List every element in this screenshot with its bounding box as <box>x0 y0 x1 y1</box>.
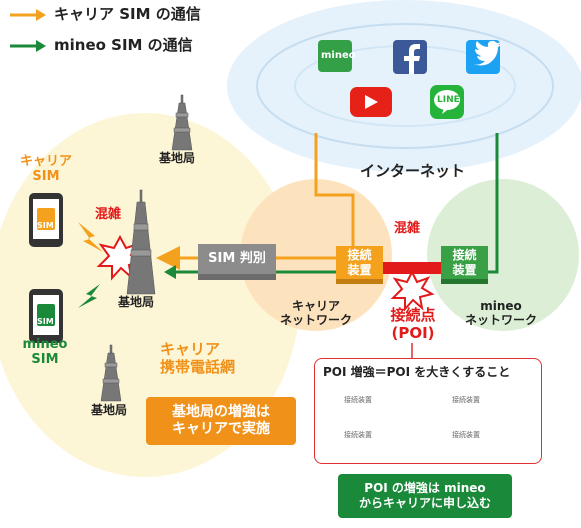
base-station-top-label: 基地局 <box>159 151 196 165</box>
internet-cloud <box>227 0 581 172</box>
carrier-phone-icon <box>29 193 63 247</box>
carrier-area <box>0 113 300 477</box>
mineo-network-area <box>427 179 579 331</box>
mineo-network-label: mineo ネットワーク <box>464 299 537 327</box>
lightning-carrier-icon <box>78 222 103 252</box>
tower-congestion-label: 混雑 <box>95 207 122 222</box>
legend-carrier-label: キャリア SIM の通信 <box>54 5 201 23</box>
carrier-sim-label: キャリア SIM <box>19 154 72 184</box>
mineo-sim-label: mineo SIM <box>22 337 68 367</box>
base-station-note: 基地局の増強は キャリアで実施 <box>146 397 296 445</box>
callout-device-2: 接続装置 <box>452 396 480 404</box>
tower-top-icon <box>171 94 193 151</box>
carrier-traffic-line <box>156 133 355 270</box>
callout-device-1: 接続装置 <box>344 396 372 404</box>
poi-label: 接続点 (POI) <box>390 306 436 342</box>
mineo-sim-chip: SIM <box>37 317 54 326</box>
mineo-device-box <box>441 246 488 284</box>
carrier-device-box <box>336 246 383 284</box>
mineo-traffic-line <box>164 133 499 279</box>
mineo-app-icon-text: mineo <box>321 50 356 61</box>
youtube-icon <box>350 87 392 117</box>
carrier-device-label: 接続 装置 <box>347 247 372 277</box>
carrier-network-label: キャリア ネットワーク <box>279 299 352 327</box>
base-station-bottom-label: 基地局 <box>91 403 128 417</box>
poi-link <box>383 262 441 274</box>
base-station-main-label: 基地局 <box>118 295 155 309</box>
legend-carrier-arrow <box>10 9 46 21</box>
line-icon <box>430 85 464 119</box>
poi-congestion-burst <box>390 269 435 312</box>
carrier-sim-chip: SIM <box>37 221 54 230</box>
legend-mineo-label: mineo SIM の通信 <box>54 36 193 54</box>
tower-main-icon <box>126 189 156 295</box>
twitter-icon <box>466 40 501 74</box>
callout-device-3: 接続装置 <box>344 431 372 439</box>
lightning-mineo-icon <box>78 284 100 308</box>
mineo-device-label: 接続 装置 <box>452 247 477 277</box>
sim-judge-label: SIM 判別 <box>208 250 266 266</box>
legend-mineo-arrow <box>10 40 46 52</box>
callout-device-4: 接続装置 <box>452 431 480 439</box>
mineo-app-icon <box>318 40 352 72</box>
callout-title: POI 増強＝POI を大きくすること <box>323 365 511 379</box>
poi-callout <box>314 358 542 464</box>
line-icon-text: LINE <box>437 95 460 105</box>
carrier-network-name: キャリア 携帯電話網 <box>160 340 236 376</box>
internet-label: インターネット <box>360 162 466 180</box>
facebook-icon <box>393 40 427 74</box>
poi-application-note: POI の増強は mineo からキャリアに申し込む <box>338 474 512 518</box>
tower-bottom-icon <box>100 344 122 402</box>
poi-congestion-label: 混雑 <box>394 221 421 236</box>
mineo-phone-icon <box>29 289 63 343</box>
sim-judge-box <box>198 244 276 280</box>
